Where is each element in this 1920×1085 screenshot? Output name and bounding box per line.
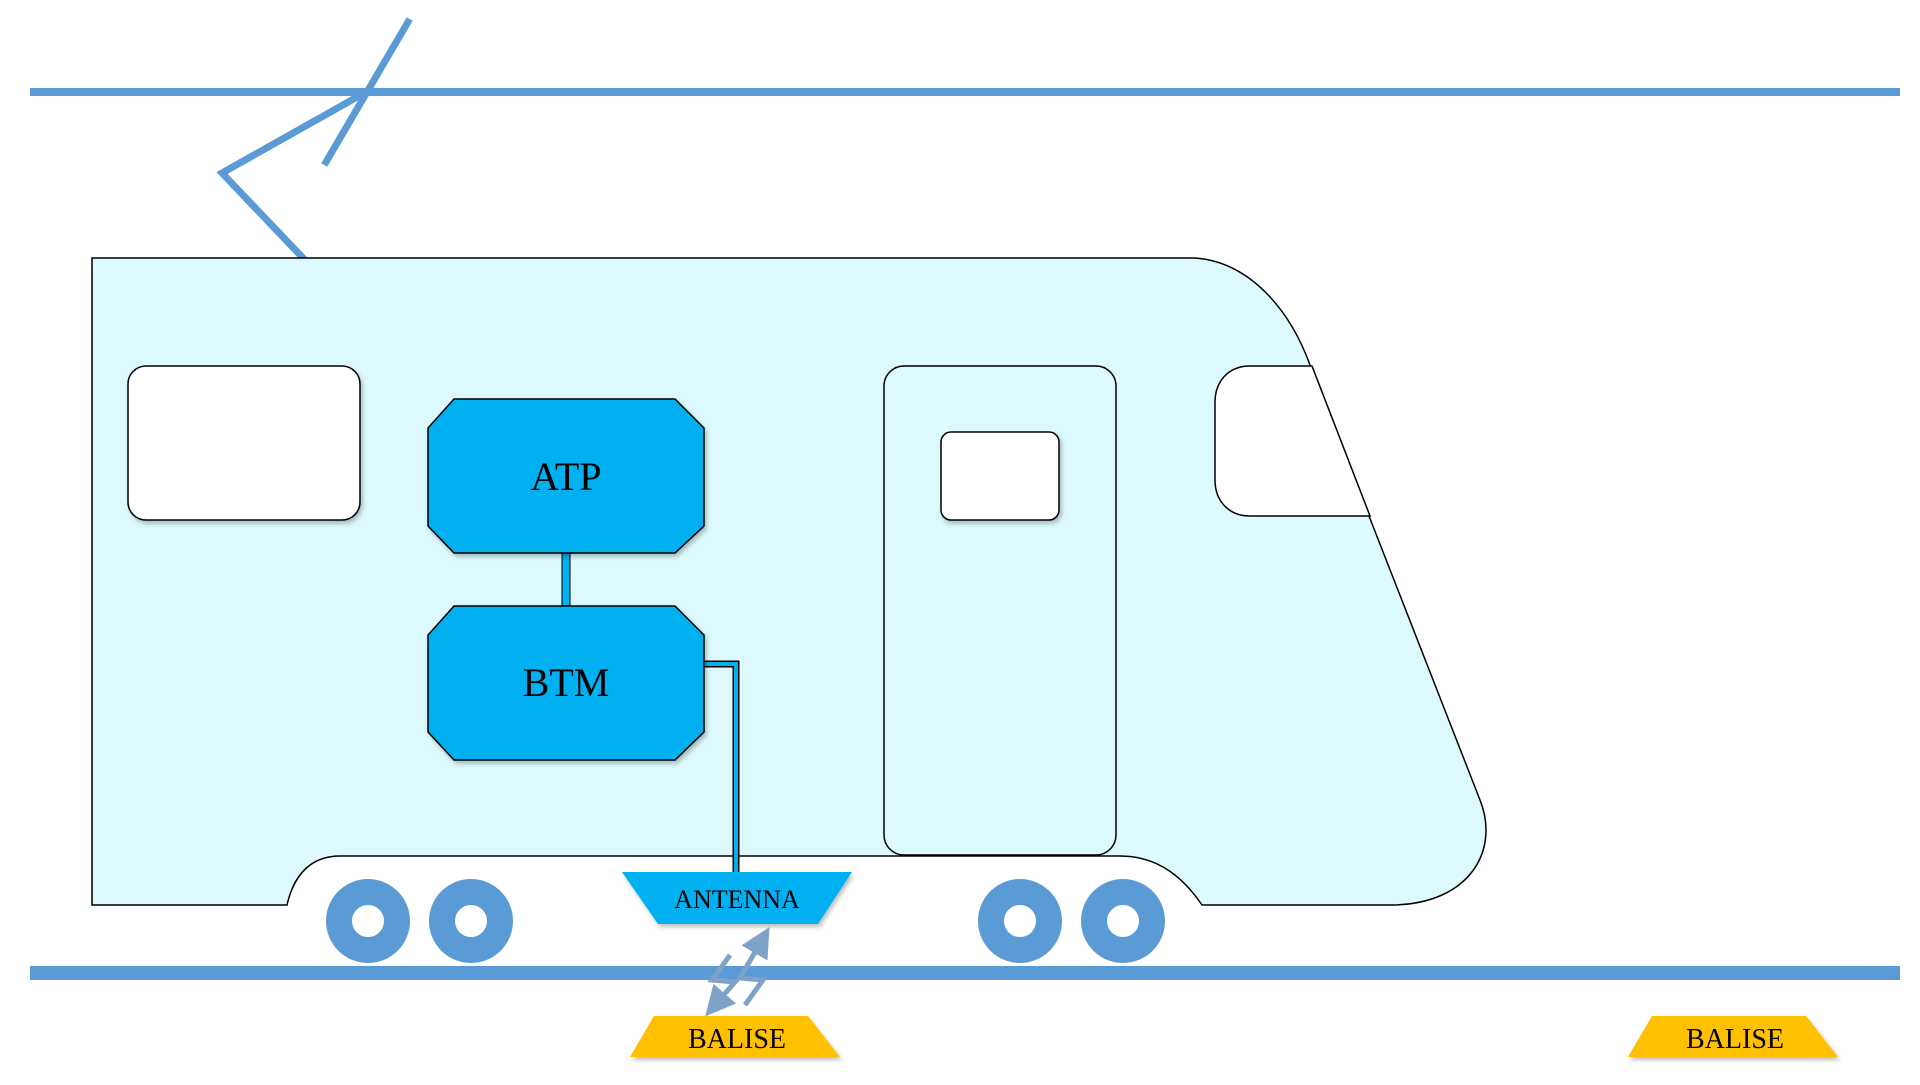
antenna: ANTENNA	[622, 872, 852, 924]
atp-btm-link	[561, 550, 571, 609]
btm-label: BTM	[523, 660, 610, 705]
atp-block: ATP	[427, 398, 705, 554]
door-window	[940, 431, 1060, 521]
balise-label: BALISE	[688, 1024, 786, 1055]
wheel	[978, 879, 1062, 963]
balise-label: BALISE	[1686, 1024, 1784, 1055]
train-body	[91, 257, 1487, 906]
antenna-label: ANTENNA	[674, 885, 800, 914]
balise-1: BALISE	[630, 1016, 840, 1057]
balise-2: BALISE	[1628, 1016, 1838, 1057]
window-front	[1214, 365, 1372, 517]
signal-arrows-icon	[705, 927, 770, 1017]
pantograph	[216, 17, 413, 263]
window-left	[127, 365, 361, 521]
atp-label: ATP	[530, 454, 601, 499]
wheel	[326, 879, 410, 963]
btm-block: BTM	[427, 605, 705, 761]
wheel	[1081, 879, 1165, 963]
wheel	[429, 879, 513, 963]
wheels	[326, 879, 1165, 963]
